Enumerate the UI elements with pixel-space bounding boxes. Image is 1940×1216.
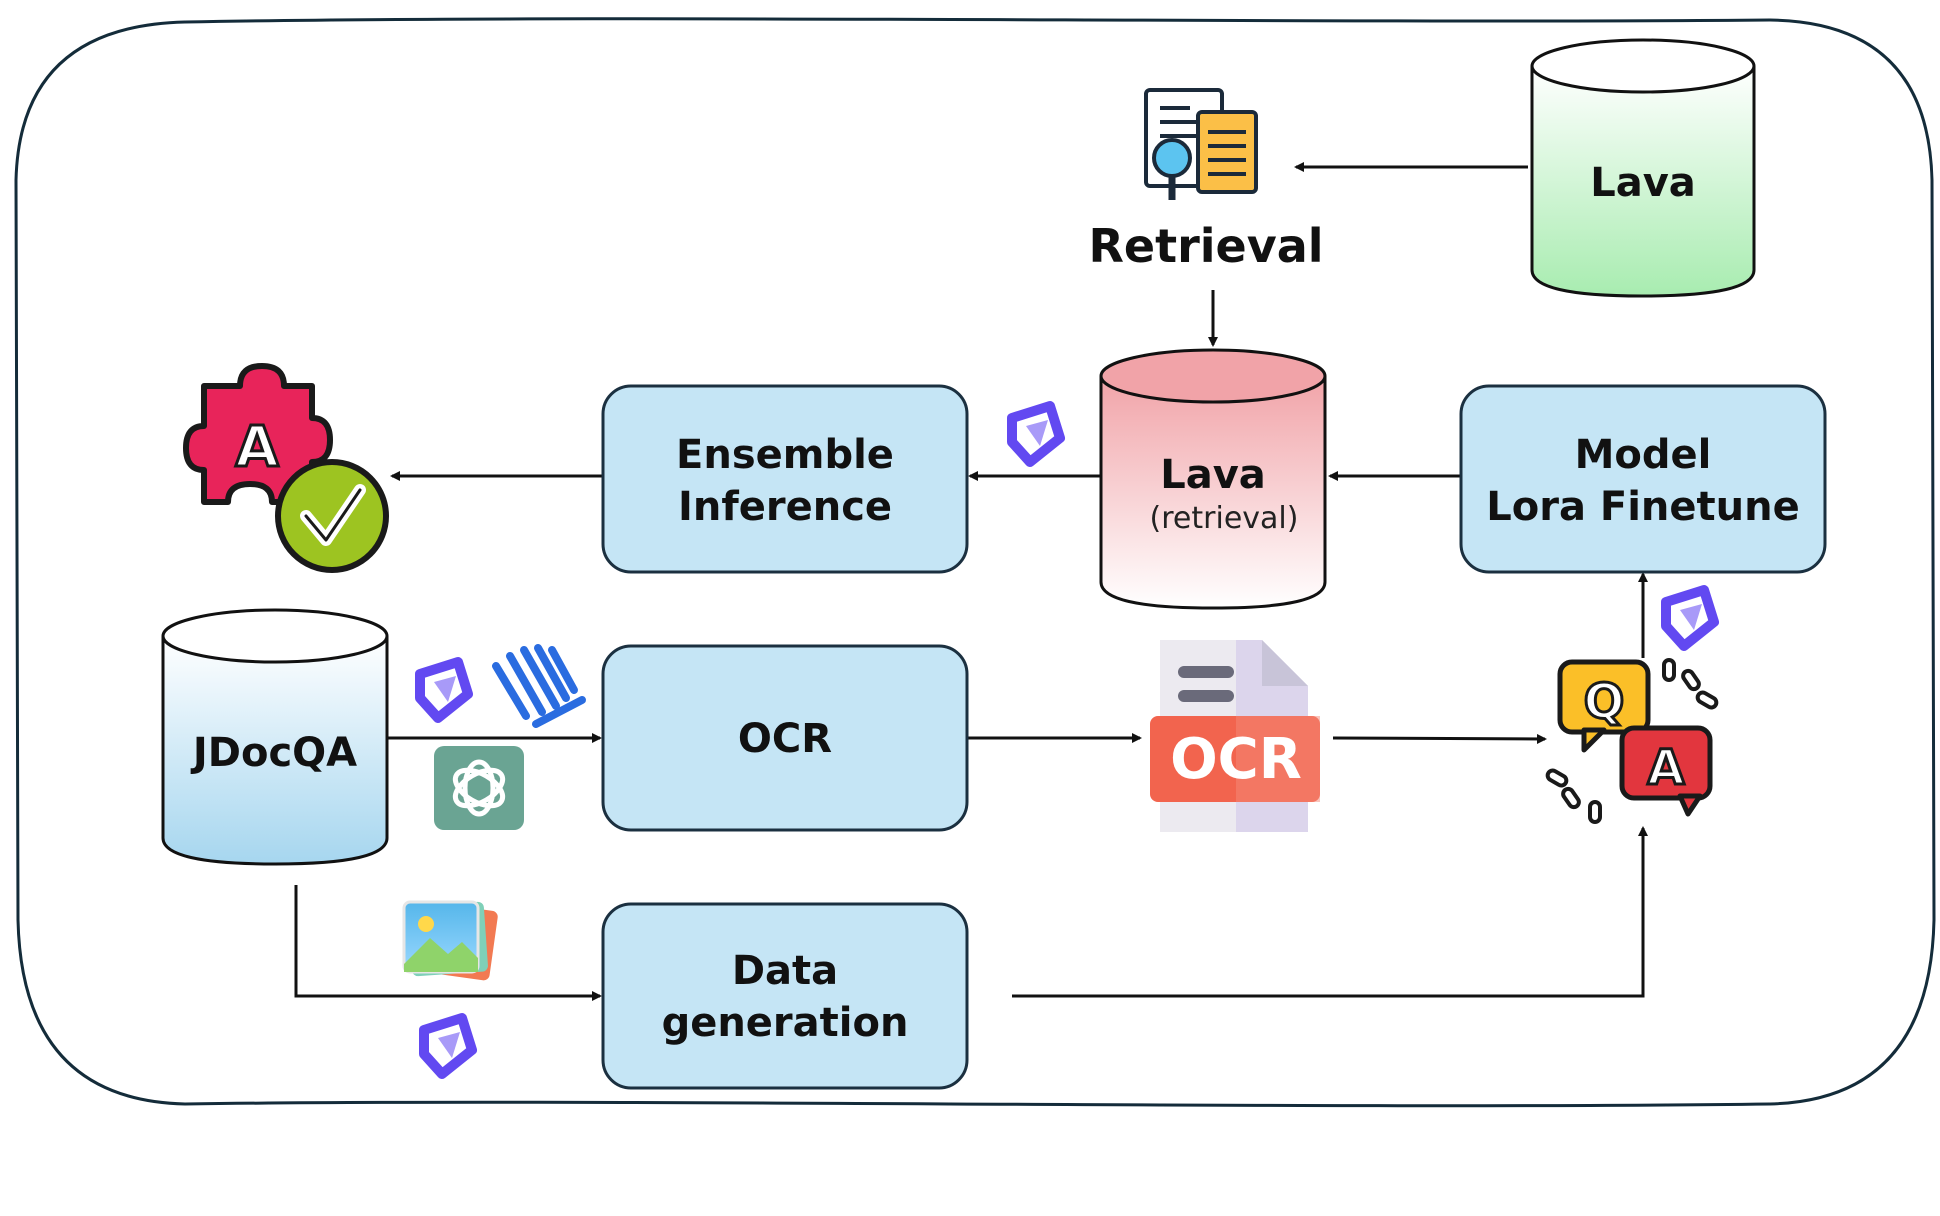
checkmark-icon bbox=[275, 459, 389, 573]
image-gallery-icon bbox=[402, 900, 498, 981]
ensemble-line2: Inference bbox=[678, 484, 892, 530]
lava-top-label: Lava bbox=[1590, 160, 1696, 206]
puzzle-answer-icon: A bbox=[183, 363, 389, 573]
retrieval-label: Retrieval bbox=[1088, 219, 1323, 273]
qwen-logo-icon bbox=[1007, 401, 1065, 467]
ensemble-line1: Ensemble bbox=[676, 432, 894, 478]
arrows bbox=[294, 162, 1648, 1001]
outer-frame bbox=[14, 17, 1936, 1108]
lava-retrieval-database: Lava (retrieval) bbox=[1099, 348, 1327, 610]
data-generation-line1: Data bbox=[732, 948, 838, 994]
qa-bubbles-icon: Q A bbox=[1545, 658, 1719, 824]
data-generation-box: Data generation bbox=[601, 902, 969, 1090]
ensemble-inference-box: Ensemble Inference bbox=[601, 384, 969, 574]
qwen-logo-icon bbox=[419, 1013, 477, 1079]
qwen-logo-icon bbox=[1661, 585, 1719, 651]
striped-logo-icon bbox=[492, 644, 586, 728]
chatgpt-logo-icon bbox=[434, 746, 524, 830]
jdocqa-label: JDocQA bbox=[190, 730, 357, 776]
lava-retrieval-label: Lava bbox=[1160, 452, 1266, 498]
qwen-logo-icon bbox=[415, 657, 473, 723]
model-finetune-line2: Lora Finetune bbox=[1486, 484, 1799, 530]
ocr-box: OCR bbox=[601, 644, 969, 832]
arrow-ocrfile-to-qa bbox=[1332, 733, 1547, 744]
svg-text:A: A bbox=[1647, 740, 1684, 796]
svg-text:OCR: OCR bbox=[1170, 727, 1302, 792]
svg-text:A: A bbox=[235, 415, 279, 480]
arrow-jdocqa-to-datagen bbox=[294, 885, 602, 1001]
lava-top-database: Lava bbox=[1530, 38, 1756, 298]
model-finetune-box: Model Lora Finetune bbox=[1459, 384, 1827, 574]
model-finetune-line1: Model bbox=[1575, 432, 1712, 478]
document-search-icon bbox=[1144, 88, 1258, 200]
arrow-datagen-to-qa bbox=[1012, 826, 1648, 998]
jdocqa-database: JDocQA bbox=[161, 608, 389, 866]
ocr-file-icon: OCR bbox=[1150, 640, 1320, 832]
svg-text:Q: Q bbox=[1584, 674, 1625, 730]
data-generation-line2: generation bbox=[662, 1000, 909, 1046]
lava-retrieval-sublabel: (retrieval) bbox=[1150, 501, 1299, 536]
ocr-label: OCR bbox=[738, 716, 832, 762]
